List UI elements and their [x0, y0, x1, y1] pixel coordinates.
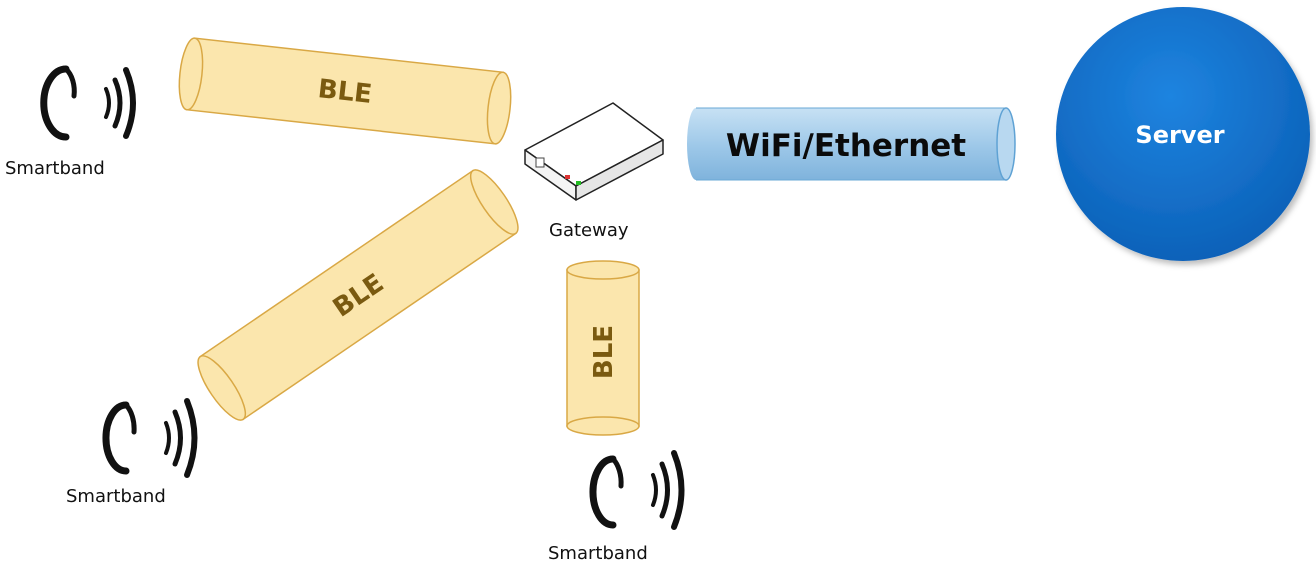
smartband-icon: [589, 455, 624, 529]
ble-label-vertical: BLE: [589, 325, 619, 379]
smartband-left-device: [102, 398, 198, 478]
smartband-bottom-device: [589, 450, 685, 530]
ble-link-top: BLE: [178, 37, 512, 145]
smartband-icon: [40, 65, 77, 141]
server-node: Server: [1056, 7, 1310, 261]
smartband-icon: [102, 401, 137, 475]
ble-link-middle: BLE: [197, 169, 519, 421]
signal-waves-icon: [164, 398, 198, 478]
ble-link-vertical: BLE: [566, 260, 640, 436]
signal-waves-icon: [104, 67, 136, 139]
server-label: Server: [1135, 121, 1224, 149]
signal-waves-icon: [651, 450, 685, 530]
router-icon: [524, 102, 664, 201]
smartband-bottom-label: Smartband: [548, 543, 648, 564]
wifi-ethernet-label: WiFi/Ethernet: [726, 128, 966, 164]
wifi-ethernet-link: WiFi/Ethernet: [687, 107, 1016, 181]
gateway-label: Gateway: [549, 220, 629, 241]
smartband-top-label: Smartband: [5, 158, 105, 179]
smartband-left-label: Smartband: [66, 486, 166, 507]
smartband-top-device: [40, 65, 136, 141]
ble-label-top: BLE: [316, 74, 373, 110]
